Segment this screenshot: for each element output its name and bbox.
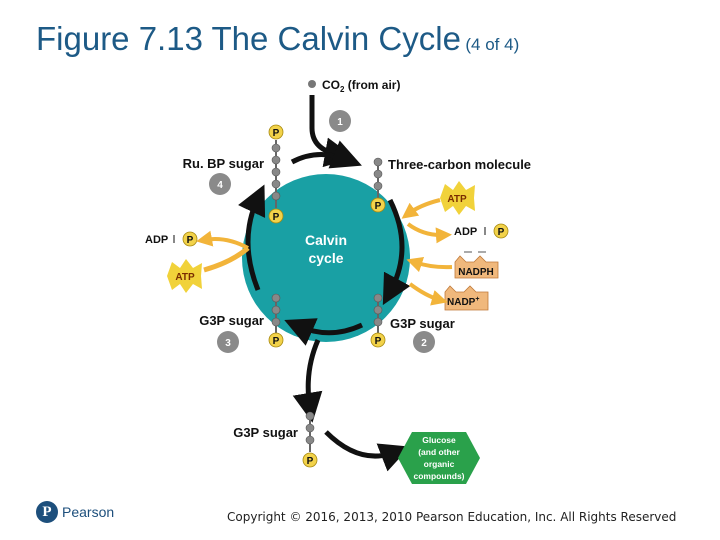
svg-text:P: P	[273, 336, 280, 347]
phosphate-icon: P	[268, 208, 284, 224]
pearson-logo-icon: P	[36, 501, 58, 523]
glucose-arrow	[324, 430, 410, 472]
step-marker-1: 1	[329, 110, 351, 132]
svg-text:NADP+: NADP+	[447, 296, 479, 308]
g3p-output-arrow	[292, 338, 323, 423]
nadph-energy-arrow	[406, 256, 453, 273]
svg-text:ATP: ATP	[175, 272, 195, 283]
svg-text:ATP: ATP	[447, 194, 467, 205]
arrow-step1	[290, 140, 362, 169]
title-main: Figure 7.13 The Calvin Cycle	[36, 20, 461, 57]
step-marker-4: 4	[209, 173, 231, 195]
phosphate-icon: P	[182, 231, 198, 247]
svg-text:organic: organic	[424, 459, 455, 469]
three-carbon-chain	[373, 157, 383, 198]
phosphate-icon: P	[268, 332, 284, 348]
g3p-left-label: G3P sugar	[199, 313, 264, 328]
rubp-label: Ru. BP sugar	[183, 156, 264, 171]
step-marker-3: 3	[217, 331, 239, 353]
svg-text:P: P	[273, 212, 280, 223]
g3p-bottom-label: G3P sugar	[233, 425, 298, 440]
g3p-bottom-chain	[305, 411, 315, 452]
g3p-right-label: G3P sugar	[390, 316, 455, 331]
atp-right-energy-arrow	[401, 198, 441, 219]
svg-text:4: 4	[217, 180, 223, 191]
adp-left-return-arrow	[196, 230, 249, 250]
arrow-step3	[284, 318, 364, 346]
atp-left-energy-arrow	[203, 246, 250, 273]
phosphate-icon: P	[302, 452, 318, 468]
phosphate-icon: P	[493, 223, 509, 239]
arrow-step4	[238, 184, 266, 291]
copyright-notice: Copyright © 2016, 2013, 2010 Pearson Edu…	[227, 510, 677, 524]
rubp-chain	[271, 140, 281, 208]
svg-text:P: P	[187, 235, 194, 246]
atp-left: ATP	[167, 259, 202, 293]
cycle-label-line2: cycle	[308, 250, 343, 266]
calvin-cycle-circle	[242, 174, 410, 342]
nadp-plus-carrier: NADP+	[444, 285, 489, 311]
nadp-return-arrow	[408, 282, 448, 306]
cycle-label-line1: Calvin	[305, 232, 347, 248]
svg-text:P: P	[375, 336, 382, 347]
co2-label: CO2 (from air)	[322, 78, 400, 94]
g3p-right-chain	[373, 293, 383, 334]
three-carbon-label: Three-carbon molecule	[388, 157, 531, 172]
svg-text:P: P	[273, 128, 280, 139]
svg-text:Glucose: Glucose	[422, 435, 456, 445]
svg-text:compounds): compounds)	[414, 471, 465, 481]
g3p-left-chain	[271, 293, 281, 334]
title-sub: (4 of 4)	[465, 35, 520, 54]
svg-text:P: P	[307, 456, 314, 467]
pearson-wordmark: Pearson	[62, 504, 115, 520]
svg-text:3: 3	[225, 338, 231, 349]
phosphate-icon: P	[370, 332, 386, 348]
atp-right: ATP	[440, 181, 475, 215]
arrow-step2	[382, 198, 411, 306]
adp-left-label: ADP	[145, 234, 168, 246]
carbon-atom-icon	[308, 80, 316, 88]
adp-right-arrow	[406, 222, 452, 244]
svg-text:NADPH: NADPH	[458, 267, 494, 278]
svg-text:1: 1	[337, 117, 343, 128]
pearson-logo: P Pearson	[36, 501, 114, 523]
nadph-carrier: NADPH	[454, 251, 499, 279]
phosphate-icon: P	[268, 124, 284, 140]
glucose-product: Glucose (and other organic compounds)	[398, 432, 480, 484]
svg-text:P: P	[375, 201, 382, 212]
svg-text:(and other: (and other	[418, 447, 460, 457]
step-marker-2: 2	[413, 331, 435, 353]
svg-text:2: 2	[421, 338, 427, 349]
adp-right-label: ADP	[454, 226, 477, 238]
phosphate-icon: P	[370, 197, 386, 213]
slide-title: Figure 7.13 The Calvin Cycle (4 of 4)	[36, 20, 519, 58]
svg-text:P: P	[498, 227, 505, 238]
